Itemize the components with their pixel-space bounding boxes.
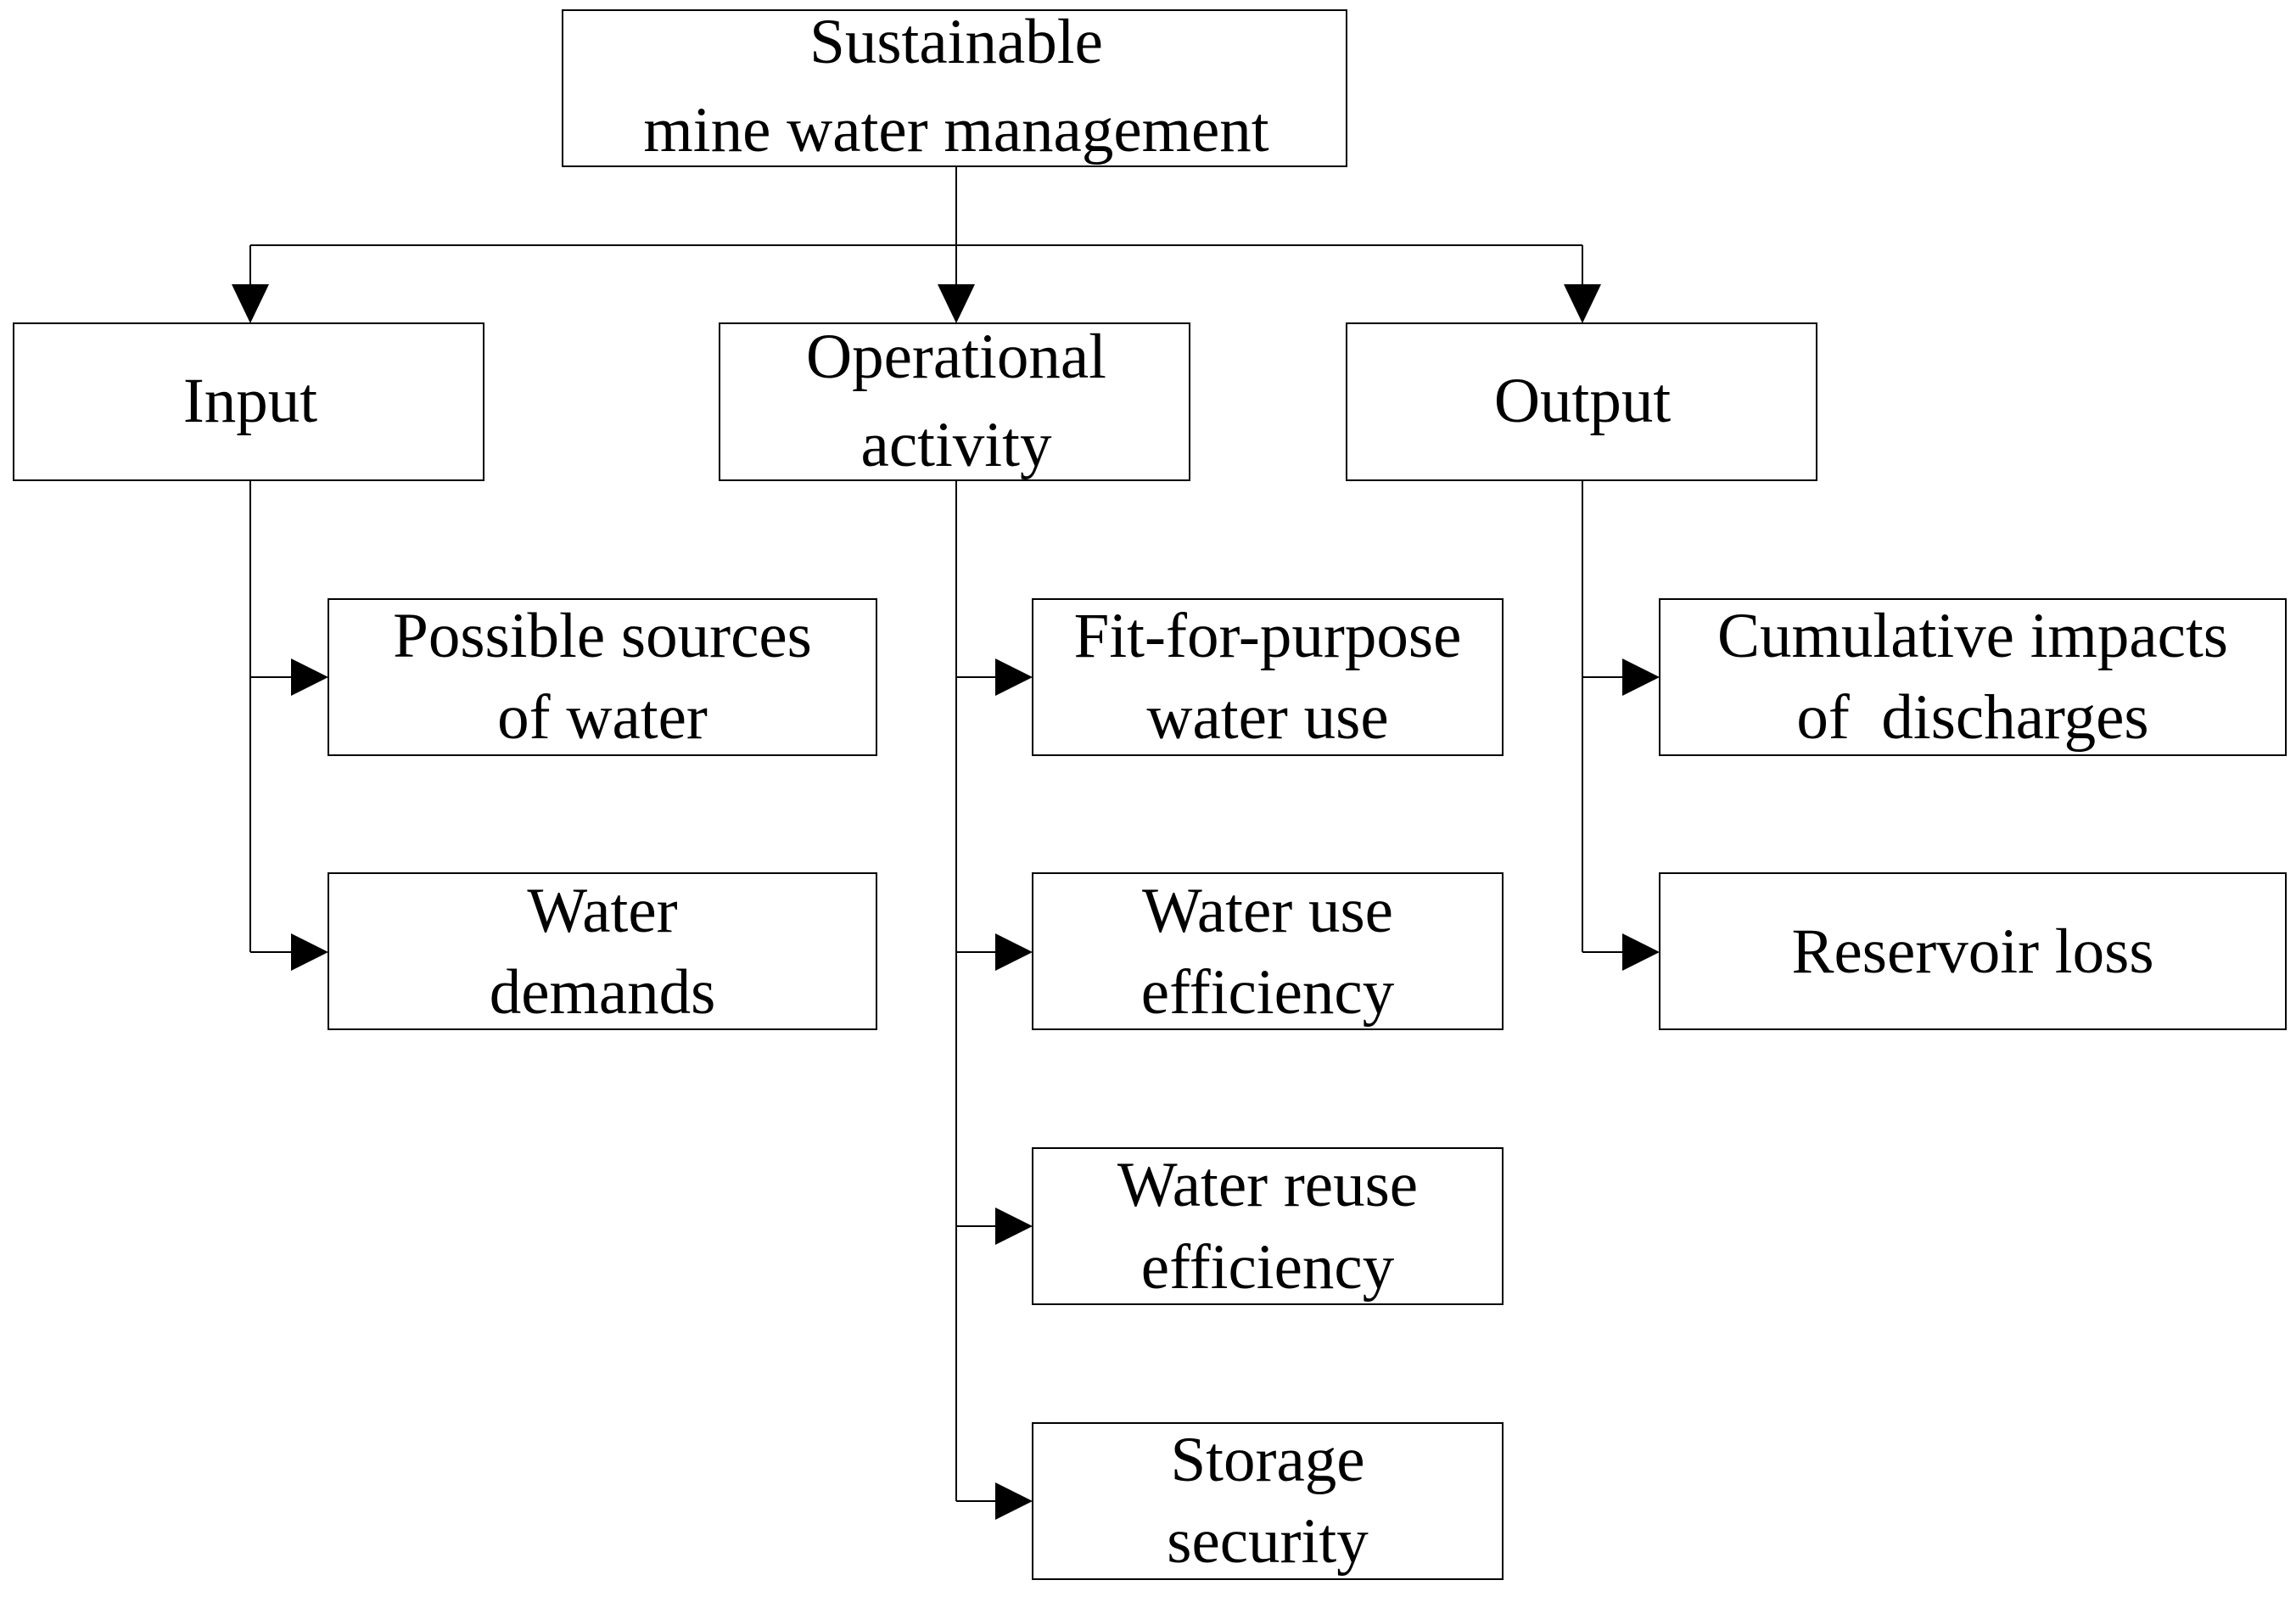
water-use-efficiency-box bbox=[1032, 872, 1504, 1030]
cumulative-impacts-line-2: of discharges bbox=[1796, 682, 2148, 753]
water-use-efficiency-line-1: Water use bbox=[1142, 876, 1393, 946]
water-reuse-efficiency-line-1: Water reuse bbox=[1117, 1150, 1418, 1220]
fit-for-purpose-box bbox=[1032, 598, 1504, 756]
water-reuse-efficiency-box bbox=[1032, 1147, 1504, 1305]
arrow-to-output bbox=[1564, 284, 1601, 323]
output-item-reservoir-loss: Reservoir loss bbox=[1659, 872, 2287, 1030]
arrow-to-operational bbox=[938, 284, 975, 323]
possible-sources-box bbox=[328, 598, 877, 756]
reservoir-loss-label: Reservoir loss bbox=[1791, 916, 2153, 987]
arrow-output-2 bbox=[1622, 933, 1660, 971]
category-input: Input bbox=[13, 322, 484, 481]
input-item-possible-sources: Possible sources of water bbox=[328, 598, 877, 756]
input-label: Input bbox=[183, 366, 317, 436]
category-operational-activity: Operational activity bbox=[719, 322, 1190, 481]
arrow-operational-3 bbox=[995, 1208, 1033, 1245]
category-output: Output bbox=[1346, 322, 1817, 481]
root-box bbox=[562, 9, 1347, 167]
cumulative-impacts-line-1: Cumulative impacts bbox=[1717, 601, 2228, 671]
storage-security-line-2: security bbox=[1167, 1506, 1369, 1577]
output-label: Output bbox=[1494, 366, 1672, 436]
output-item-cumulative-impacts: Cumulative impacts of discharges bbox=[1659, 598, 2287, 756]
operational-item-water-reuse-efficiency: Water reuse efficiency bbox=[1032, 1147, 1504, 1305]
operational-item-storage-security: Storage security bbox=[1032, 1422, 1504, 1580]
arrow-operational-1 bbox=[995, 658, 1033, 696]
arrow-operational-2 bbox=[995, 933, 1033, 971]
arrow-operational-4 bbox=[995, 1482, 1033, 1520]
arrow-input-1 bbox=[291, 658, 328, 696]
root-label-line-1: Sustainable bbox=[809, 7, 1103, 77]
connectors bbox=[232, 166, 1660, 1520]
root-node: Sustainable mine water management bbox=[562, 7, 1347, 167]
reservoir-loss-box bbox=[1659, 872, 2287, 1030]
arrow-input-2 bbox=[291, 933, 328, 971]
arrow-output-1 bbox=[1622, 658, 1660, 696]
water-use-efficiency-line-2: efficiency bbox=[1141, 957, 1395, 1028]
water-demands-box bbox=[328, 872, 877, 1030]
operational-item-fit-for-purpose: Fit-for-purpose water use bbox=[1032, 598, 1504, 756]
input-item-water-demands: Water demands bbox=[328, 872, 877, 1030]
water-demands-line-1: Water bbox=[527, 876, 677, 946]
root-label-line-2: mine water management bbox=[643, 95, 1268, 165]
fit-for-purpose-line-1: Fit-for-purpose bbox=[1074, 601, 1462, 671]
water-demands-line-2: demands bbox=[490, 957, 716, 1028]
input-box bbox=[13, 322, 484, 481]
operational-label-line-1: Operational bbox=[806, 322, 1106, 392]
possible-sources-line-1: Possible sources bbox=[393, 601, 812, 671]
output-box bbox=[1346, 322, 1817, 481]
fit-for-purpose-line-2: water use bbox=[1146, 682, 1388, 753]
storage-security-box bbox=[1032, 1422, 1504, 1580]
water-reuse-efficiency-line-2: efficiency bbox=[1141, 1232, 1395, 1303]
possible-sources-line-2: of water bbox=[497, 682, 708, 753]
operational-box bbox=[719, 322, 1190, 481]
operational-item-water-use-efficiency: Water use efficiency bbox=[1032, 872, 1504, 1030]
storage-security-line-1: Storage bbox=[1170, 1425, 1364, 1495]
arrow-to-input bbox=[232, 284, 269, 323]
cumulative-impacts-box bbox=[1659, 598, 2287, 756]
operational-label-line-2: activity bbox=[861, 410, 1052, 480]
